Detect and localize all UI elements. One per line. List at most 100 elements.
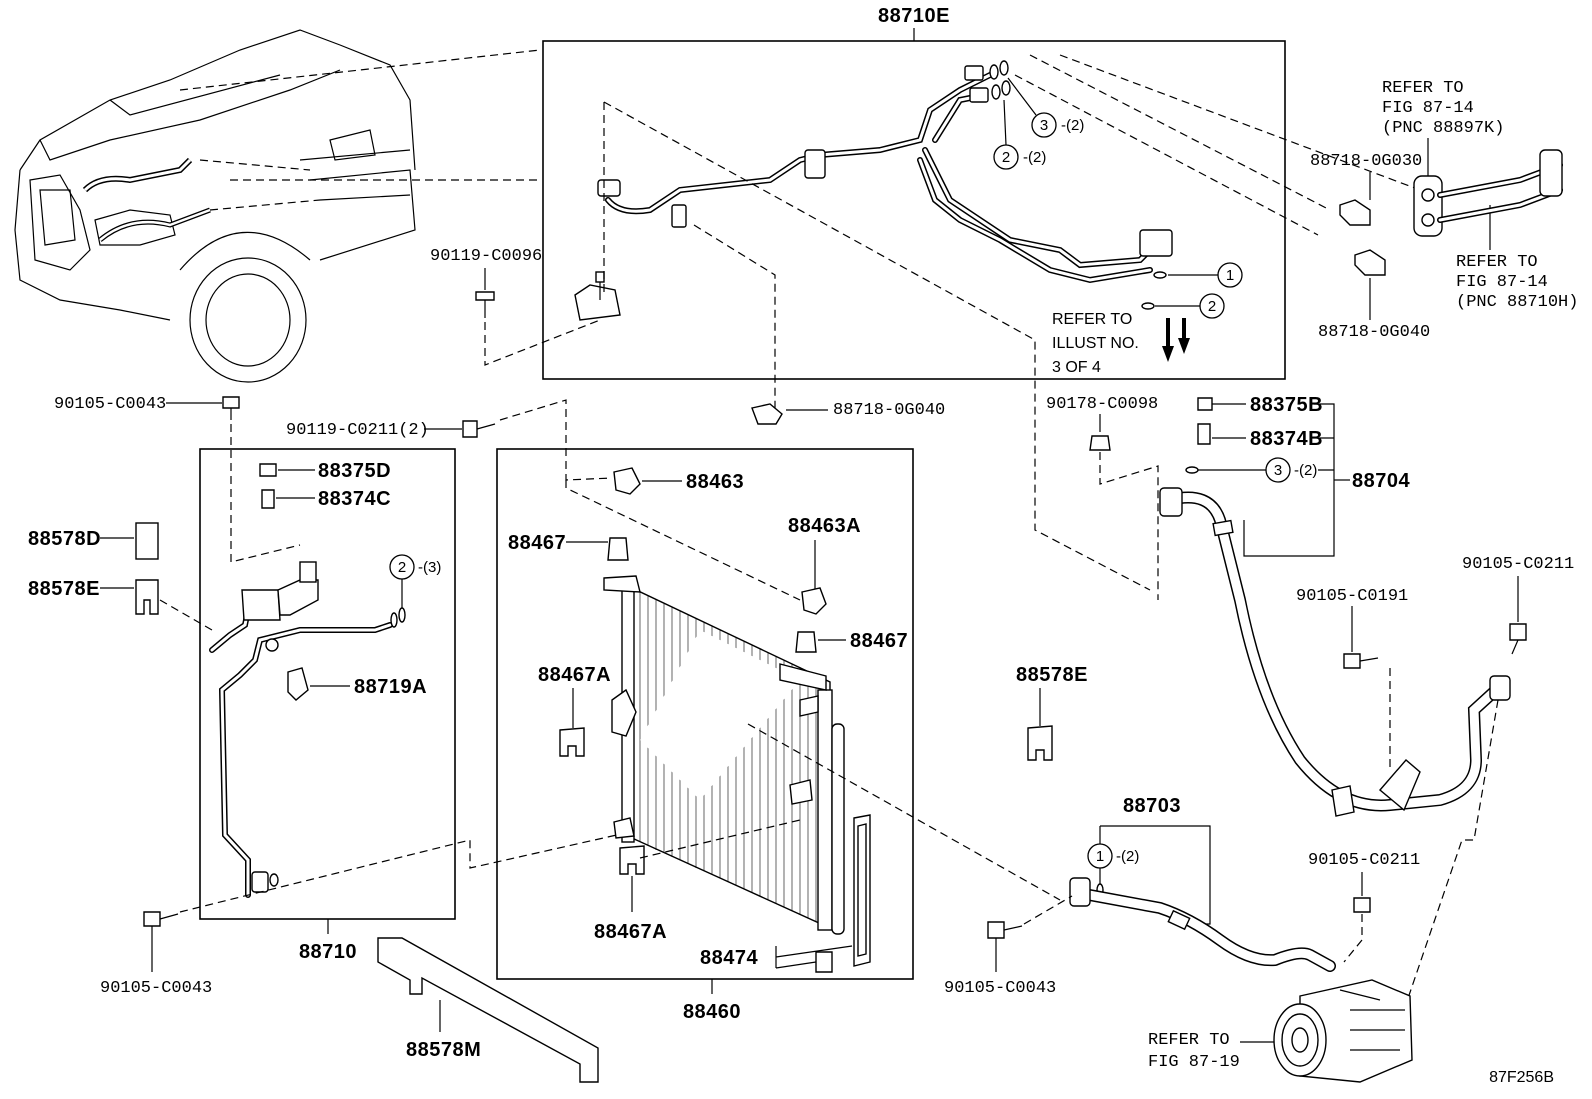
callout-3-top: 3 -(2) xyxy=(1007,77,1084,138)
valve-88375d: 88375D xyxy=(259,460,391,482)
evaporator-pipes xyxy=(1413,149,1563,237)
svg-text:2: 2 xyxy=(1208,298,1216,315)
pad-88578e-left: 88578E xyxy=(28,578,213,631)
svg-text:88704: 88704 xyxy=(1352,470,1410,492)
svg-text:90105-C0043: 90105-C0043 xyxy=(100,979,212,998)
svg-text:88375B: 88375B xyxy=(1250,394,1323,416)
svg-text:REFER TO: REFER TO xyxy=(1148,1031,1230,1050)
svg-text:88474: 88474 xyxy=(700,947,758,969)
svg-text:3: 3 xyxy=(1040,117,1048,134)
svg-text:88463: 88463 xyxy=(686,471,744,493)
svg-text:REFER TO: REFER TO xyxy=(1382,79,1464,98)
bolt-90119-c0211: 90119-C0211(2) xyxy=(286,399,613,481)
bolt-90105-c0043-bottom: 90105-C0043 xyxy=(100,831,631,998)
valve-88374b: 88374B xyxy=(1197,423,1323,450)
svg-text:88578E: 88578E xyxy=(1016,664,1088,686)
bolt-90105-c0211-top: 90105-C0211 xyxy=(1403,555,1574,1011)
bracket-88463: 88463 xyxy=(613,467,744,495)
svg-text:90105-C0211: 90105-C0211 xyxy=(1462,555,1574,574)
svg-text:-(3): -(3) xyxy=(418,559,441,576)
pipe-88710e xyxy=(574,60,1173,321)
refer-fig-87-14-k: REFER TO FIG 87-14 (PNC 88897K) xyxy=(1382,79,1504,178)
nut-90178-c0098: 90178-C0098 xyxy=(1046,395,1159,600)
dash-lines-88710e xyxy=(603,54,1421,591)
svg-text:-(2): -(2) xyxy=(1116,848,1139,865)
svg-text:90105-C0211: 90105-C0211 xyxy=(1308,851,1420,870)
svg-text:1: 1 xyxy=(1226,267,1234,284)
callout-2-right: 2 xyxy=(1155,293,1225,319)
callout-2-top: 2 -(2) xyxy=(993,99,1046,170)
svg-text:88374B: 88374B xyxy=(1250,428,1323,450)
svg-text:88719A: 88719A xyxy=(354,676,427,698)
svg-text:88578M: 88578M xyxy=(406,1039,481,1061)
callout-2-left: 2 -(3) xyxy=(389,554,441,608)
bolt-90105-c0043-right: 90105-C0043 xyxy=(944,895,1073,998)
svg-text:FIG 87-14: FIG 87-14 xyxy=(1382,99,1474,118)
svg-text:3 OF 4: 3 OF 4 xyxy=(1052,359,1101,376)
bolt-90119-c0096: 90119-C0096 xyxy=(430,247,601,366)
clip-88718-0g040-right: 88718-0G040 xyxy=(1318,249,1430,342)
svg-text:-(2): -(2) xyxy=(1061,117,1084,134)
svg-text:3: 3 xyxy=(1274,462,1282,479)
label-88460: 88460 xyxy=(683,1001,741,1023)
valve-88374c: 88374C xyxy=(261,488,391,510)
svg-text:88718-0G040: 88718-0G040 xyxy=(833,401,945,420)
svg-text:88467: 88467 xyxy=(508,532,566,554)
svg-text:90105-C0043: 90105-C0043 xyxy=(944,979,1056,998)
bolt-90105-c0191: 90105-C0191 xyxy=(1296,587,1408,770)
clip-88718-0g030: 88718-0G030 xyxy=(1310,152,1422,226)
svg-text:90105-C0191: 90105-C0191 xyxy=(1296,587,1408,606)
svg-text:90119-C0096: 90119-C0096 xyxy=(430,247,542,266)
hose-88703 xyxy=(1069,877,1336,972)
refer-fig-87-14-h: REFER TO FIG 87-14 (PNC 88710H) xyxy=(1456,205,1578,312)
svg-text:FIG 87-19: FIG 87-19 xyxy=(1148,1053,1240,1072)
svg-text:88718-0G030: 88718-0G030 xyxy=(1310,152,1422,171)
bracket-88467a-bottom: 88467A xyxy=(594,845,667,943)
svg-text:88463A: 88463A xyxy=(788,515,861,537)
svg-text:90105-C0043: 90105-C0043 xyxy=(54,395,166,414)
svg-text:88578E: 88578E xyxy=(28,578,100,600)
svg-text:88375D: 88375D xyxy=(318,460,391,482)
label-88710: 88710 xyxy=(299,941,357,963)
callout-1-88703: 1 -(2) xyxy=(1087,843,1139,897)
svg-text:88578D: 88578D xyxy=(28,528,101,550)
svg-text:1: 1 xyxy=(1096,848,1104,865)
pad-88578e-right: 88578E xyxy=(1016,664,1088,761)
label-88710e: 88710E xyxy=(878,5,950,27)
refer-illust-note: REFER TO ILLUST NO. 3 OF 4 xyxy=(1052,311,1190,376)
refer-fig-87-19: REFER TO FIG 87-19 xyxy=(1148,1031,1240,1072)
valve-88375b: 88375B xyxy=(1197,394,1323,416)
svg-text:REFER TO: REFER TO xyxy=(1052,311,1132,328)
box-88710: 88710 xyxy=(199,448,456,963)
svg-text:88467A: 88467A xyxy=(594,921,667,943)
svg-text:2: 2 xyxy=(398,559,406,576)
svg-text:88718-0G040: 88718-0G040 xyxy=(1318,323,1430,342)
svg-text:88467: 88467 xyxy=(850,630,908,652)
svg-text:-(2): -(2) xyxy=(1294,462,1317,479)
cushion-88467-top: 88467 xyxy=(508,532,629,561)
svg-text:90178-C0098: 90178-C0098 xyxy=(1046,395,1158,414)
box-88460: 88460 xyxy=(496,448,914,1023)
condenser-dash xyxy=(639,723,1061,901)
svg-text:(PNC 88897K): (PNC 88897K) xyxy=(1382,119,1504,138)
bolt-90105-c0211-bottom: 90105-C0211 xyxy=(1308,851,1420,963)
vehicle-outline xyxy=(14,29,541,383)
diagram-code: 87F256B xyxy=(1489,1069,1554,1086)
svg-text:ILLUST NO.: ILLUST NO. xyxy=(1052,335,1139,352)
condenser-core xyxy=(603,575,871,967)
dryer-88474: 88474 xyxy=(700,945,853,973)
clip-88718-0g040-mid: 88718-0G040 xyxy=(751,401,945,425)
svg-text:FIG 87-14: FIG 87-14 xyxy=(1456,273,1548,292)
pipe-88710 xyxy=(209,561,406,898)
svg-text:88467A: 88467A xyxy=(538,664,611,686)
pad-88578d: 88578D xyxy=(28,522,159,560)
svg-text:(PNC 88710H): (PNC 88710H) xyxy=(1456,293,1578,312)
svg-text:88703: 88703 xyxy=(1123,795,1181,817)
svg-text:2: 2 xyxy=(1002,149,1010,166)
callout-3-88704: 3 -(2) xyxy=(1185,457,1317,483)
callout-1-right: 1 xyxy=(1168,262,1243,288)
bracket-88463a: 88463A xyxy=(565,480,861,615)
svg-text:88374C: 88374C xyxy=(318,488,391,510)
bracket-88467a-left: 88467A xyxy=(538,664,611,757)
